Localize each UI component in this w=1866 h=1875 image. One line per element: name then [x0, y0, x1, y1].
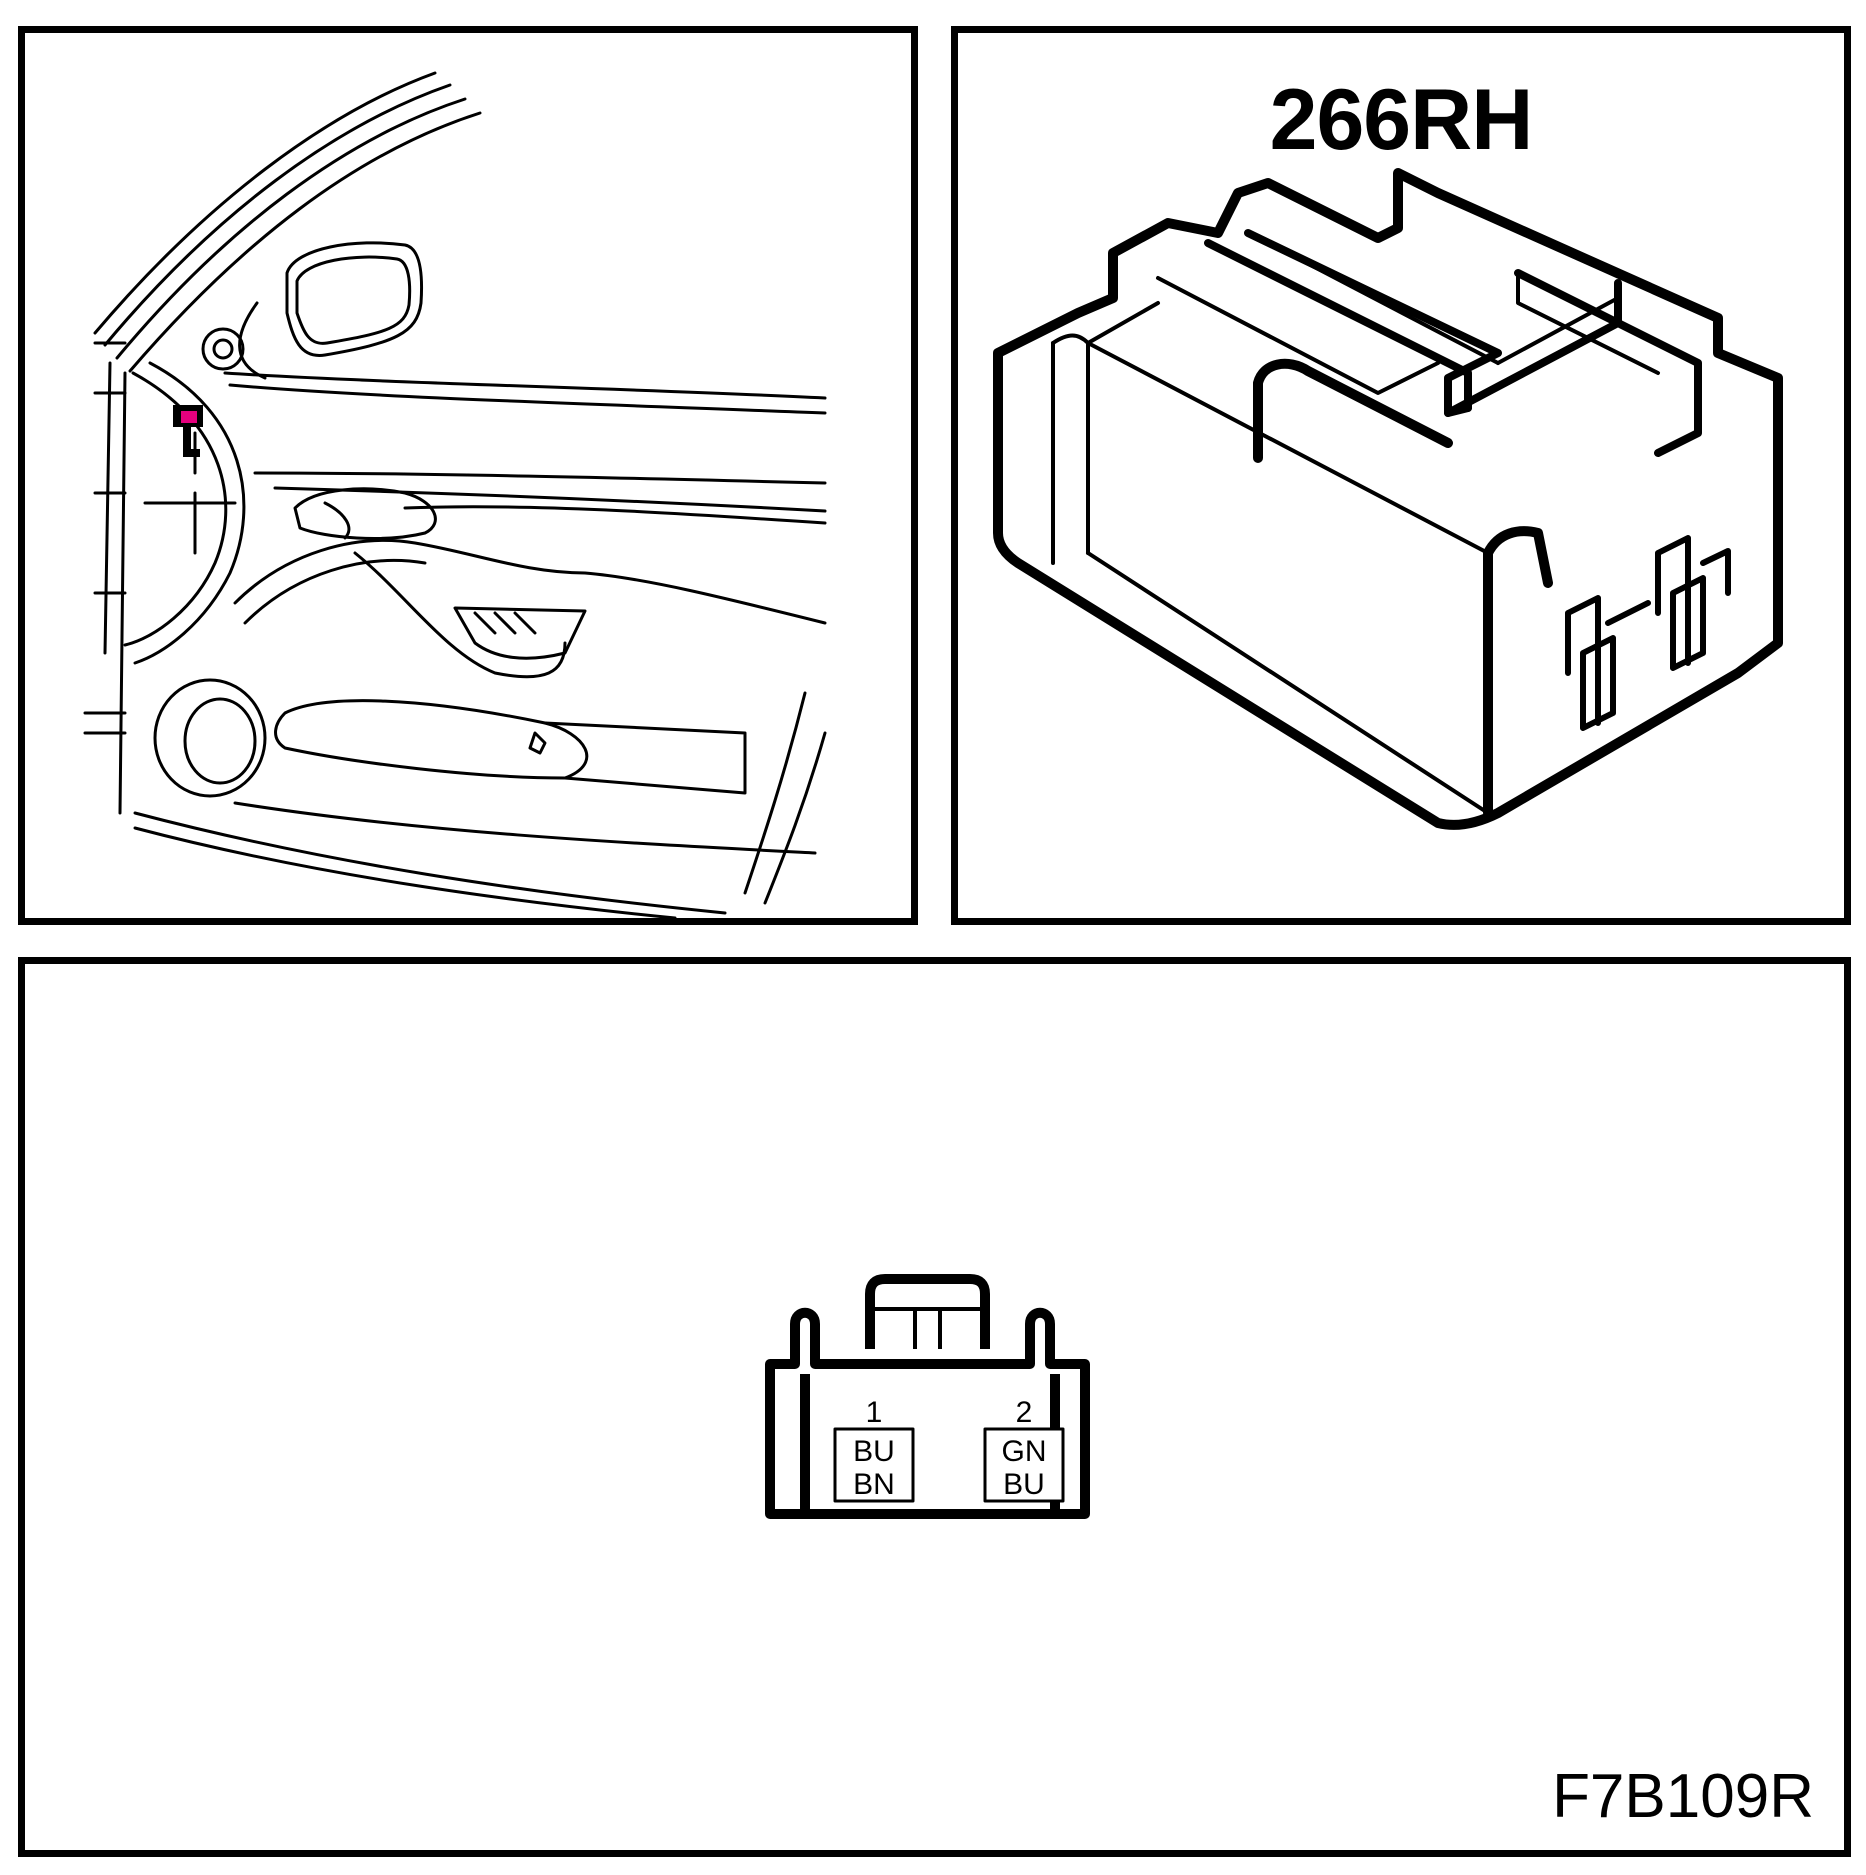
pin-1-wire-color-1: BU	[853, 1435, 895, 1468]
connector-3d-illustration	[993, 168, 1783, 830]
connector-name: 266RH	[1269, 72, 1534, 168]
connector-face-view: 1 2 BU BN GN BU	[765, 1274, 1090, 1519]
location-panel	[18, 26, 918, 925]
pin-2-wire-color-1: GN	[1002, 1435, 1047, 1468]
connector-location-marker	[181, 411, 197, 423]
connector-view-panel: 266RH	[951, 26, 1851, 925]
pin-2-cavity	[983, 1427, 1065, 1503]
locking-tab	[865, 1274, 990, 1349]
figure-code: F7B109R	[1552, 1762, 1814, 1831]
pin-1-cavity	[833, 1427, 915, 1503]
pin-2-wire-color-2: BU	[1003, 1468, 1045, 1501]
pin-1-wire-color-2: BN	[853, 1468, 895, 1501]
pinout-panel: 1 2 BU BN GN BU F7B109R	[18, 957, 1851, 1857]
pin-1-number: 1	[866, 1396, 883, 1429]
pin-2-number: 2	[1016, 1396, 1033, 1429]
door-interior-illustration	[83, 71, 827, 918]
